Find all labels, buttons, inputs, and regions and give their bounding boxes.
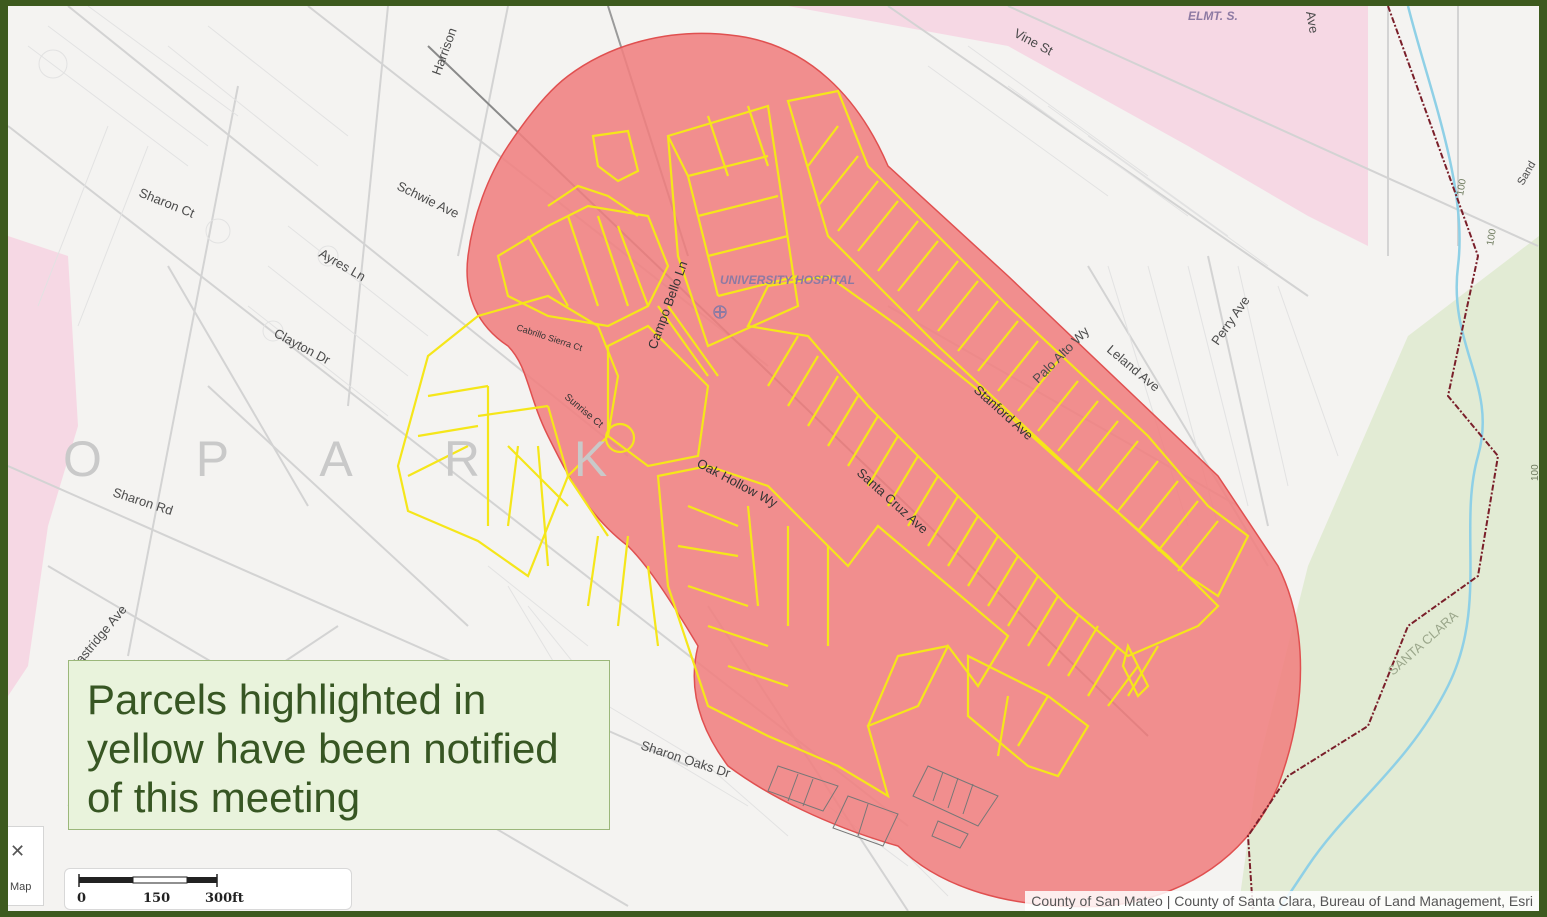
bottom-parcels xyxy=(767,765,999,849)
label-park-area: O P A R K xyxy=(63,431,647,487)
scale-label-0: 0 xyxy=(77,891,87,906)
county-line xyxy=(1246,6,1500,911)
map-button[interactable]: ✕ Map xyxy=(8,826,44,906)
map-button-label: Map xyxy=(10,881,32,893)
scale-bar: 0 150 300ft xyxy=(64,868,352,910)
contour-label-1: 100 xyxy=(1455,178,1469,197)
contour-label-3: 100 xyxy=(1530,464,1539,481)
pink-zone-top xyxy=(788,6,1368,246)
expand-icon: ✕ xyxy=(10,841,26,861)
notified-parcels xyxy=(396,89,1250,799)
contour-label-2: 100 xyxy=(1485,228,1499,247)
label-university-hospital: UNIVERSITY HOSPITAL xyxy=(720,273,855,287)
scale-label-300ft: 300ft xyxy=(205,891,244,906)
pink-zone-left xyxy=(8,236,78,696)
label-ave-top: Ave xyxy=(1303,10,1322,34)
scale-label-150: 150 xyxy=(143,891,171,906)
creek xyxy=(1276,6,1484,911)
parcel-outlines-gray xyxy=(27,6,1339,897)
label-elmt-s: ELMT. S. xyxy=(1188,9,1238,23)
map-view[interactable]: Vine St Schwie Ave Sharon Ct Ayres Ln Cl… xyxy=(8,6,1539,911)
green-area xyxy=(1238,236,1539,911)
notice-text: Parcels highlighted in yellow have been … xyxy=(87,676,559,821)
scale-bar-graphic xyxy=(78,874,218,887)
map-attribution[interactable]: County of San Mateo | County of Santa Cl… xyxy=(1025,891,1539,911)
notice-box: Parcels highlighted in yellow have been … xyxy=(68,660,610,830)
hospital-icon xyxy=(713,305,727,319)
